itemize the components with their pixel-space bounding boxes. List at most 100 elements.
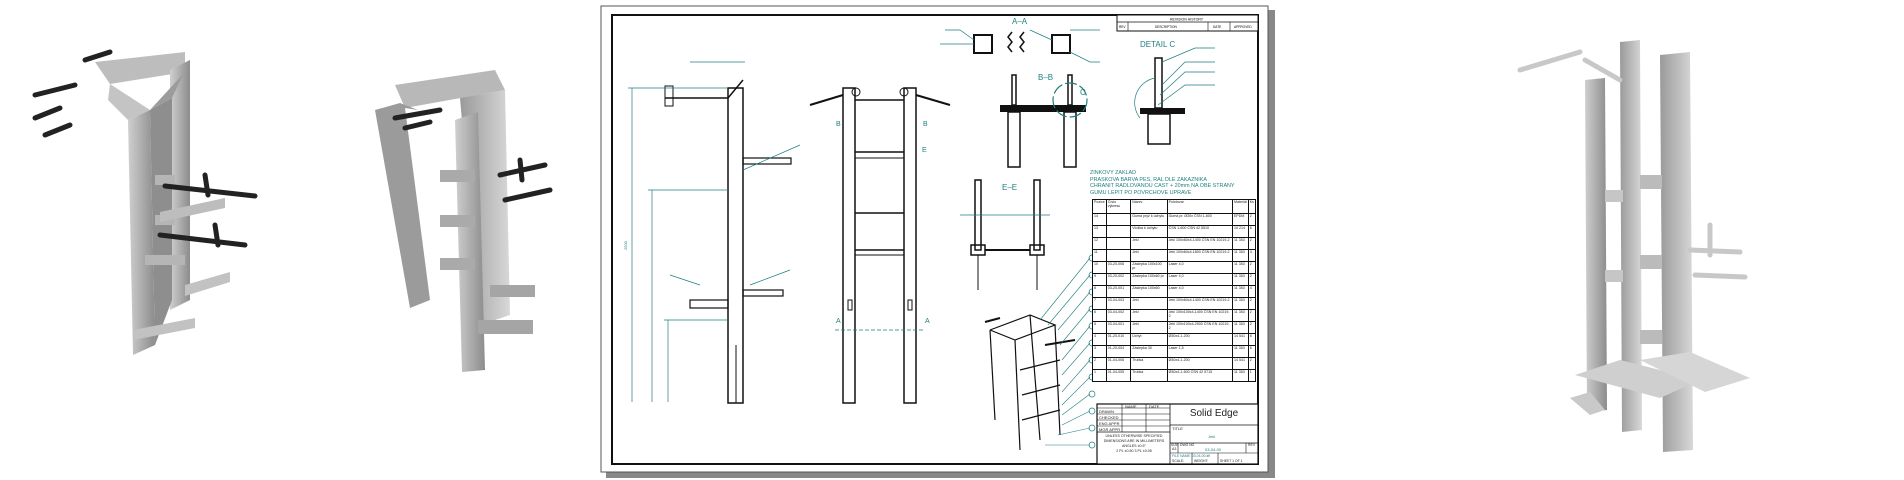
table-cell: 6	[1092, 309, 1107, 322]
date-column: DATE	[1213, 25, 1221, 29]
table-cell: 4	[1092, 333, 1107, 346]
drawing-notes: ZINKOVY ZAKLAD PRASKOVA BARVA PES, RAL D…	[1090, 170, 1235, 196]
table-cell: 11 353	[1231, 321, 1249, 334]
rev-column: REV	[1119, 25, 1126, 29]
table-cell: 10	[1092, 261, 1107, 274]
table-cell: 4	[1247, 249, 1257, 262]
table-cell: 11 353	[1231, 309, 1249, 322]
table-cell: Laser 1,5	[1166, 345, 1233, 358]
parts-table-column-header: Polotovar	[1166, 199, 1233, 214]
tb-title-value: Jekl	[1208, 434, 1216, 439]
note-line: ZINKOVY ZAKLAD	[1090, 170, 1137, 176]
section-marker-e: E	[922, 147, 927, 154]
detail-c-label: DETAIL C	[1140, 40, 1175, 49]
table-cell: Jekl	[1130, 309, 1168, 322]
table-cell: Jekl	[1130, 297, 1168, 310]
render-3d-view-3	[1517, 40, 1750, 452]
table-cell: 03-04-001	[1105, 321, 1132, 334]
table-cell: 11 353	[1231, 285, 1249, 298]
table-cell: 3	[1092, 345, 1107, 358]
table-cell: Záslepka 30	[1130, 345, 1168, 358]
section-b-b: B–B C	[1000, 73, 1088, 168]
tb-checked: CHECKED	[1099, 415, 1119, 420]
table-cell	[1105, 249, 1132, 262]
tb-dwg-value: 03-04-00	[1205, 447, 1222, 452]
table-cell: Jekl	[1130, 321, 1168, 334]
tb-mgr-appr: MGR APPR	[1099, 427, 1121, 432]
tb-size-label: SIZE	[1171, 443, 1179, 447]
table-cell: 11 353	[1231, 369, 1249, 382]
tb-weight: WEIGHT:	[1194, 459, 1209, 463]
tb-size-value: A3	[1172, 447, 1177, 451]
table-cell: 5	[1092, 321, 1107, 334]
render-3d-view-2	[375, 70, 553, 372]
table-cell: Jekl 100x60x4-1800 ČSN EN 10219-2	[1166, 249, 1233, 262]
table-cell: 03-20-006	[1105, 261, 1132, 274]
table-cell: 2	[1247, 273, 1257, 286]
table-cell: 2	[1247, 309, 1257, 322]
section-marker-a-right: A	[925, 318, 930, 325]
table-cell: Ø30x4-1-600 ČSN 42 5715	[1166, 369, 1233, 382]
table-cell: ČSN 1-600 ČSN 42 5510	[1166, 225, 1233, 238]
tb-eng-appr: ENG APPR	[1099, 421, 1120, 426]
table-cell: 01-20-010	[1105, 333, 1132, 346]
section-marker-b-right: B	[923, 121, 928, 128]
table-cell: 6	[1247, 225, 1257, 238]
table-cell: 2	[1092, 357, 1107, 370]
section-marker-a-left: A	[836, 318, 841, 325]
tb-date-col: DATE	[1149, 404, 1160, 409]
software-logo-text: Solid Edge	[1189, 408, 1239, 419]
table-cell: Záslepka 100x60 pr	[1130, 273, 1168, 286]
table-cell: 11 353	[1231, 273, 1249, 286]
description-column: DESCRIPTION	[1155, 25, 1177, 29]
section-a-a: A–A	[940, 17, 1100, 63]
parts-table-column-header: Ks	[1247, 199, 1257, 214]
approved-column: APPROVED	[1234, 25, 1252, 29]
table-cell: 03-20-001	[1105, 285, 1132, 298]
table-cell: 2	[1247, 261, 1257, 274]
tolerance-line: 2 PL ±0.50 3 PL ±0.05	[1116, 449, 1152, 453]
table-cell: Jekl 100x60x4-1400 ČSN EN 10219-2	[1166, 237, 1233, 250]
revision-history-title: REVISION HISTORY	[1170, 18, 1204, 22]
side-view: 2500	[623, 61, 801, 404]
tolerance-line: DIMENSIONS ARE IN MILLIMETERS	[1103, 439, 1165, 443]
table-cell: 11 353	[1231, 249, 1249, 262]
table-cell	[1105, 225, 1132, 238]
table-cell: 6	[1247, 345, 1257, 358]
table-cell: 13	[1092, 225, 1107, 238]
table-cell: 14 541	[1231, 357, 1249, 370]
section-e-e: E–E	[960, 179, 1050, 290]
tb-rev-label: REV	[1248, 443, 1255, 447]
table-cell: Záslepka 100x100 pr	[1130, 261, 1168, 274]
table-cell: Jekl 100x100x4-2500 ČSN EN 10219-2	[1166, 321, 1233, 334]
section-e-e-label: E–E	[1002, 183, 1017, 192]
table-cell: Trubka	[1130, 369, 1168, 382]
table-cell: 11 353	[1231, 297, 1249, 310]
table-cell	[1105, 213, 1132, 226]
table-cell: 2	[1247, 321, 1257, 334]
table-cell: 2	[1247, 213, 1257, 226]
render-3d-view-1	[32, 49, 258, 355]
table-cell: 11 353	[1231, 261, 1249, 274]
section-marker-b-left: B	[836, 121, 841, 128]
tb-dwg-label: DWG NO	[1180, 443, 1195, 447]
table-cell: Jekl 100x100x4-1400 ČSN EN 10219-2	[1166, 309, 1233, 322]
table-cell: 14	[1092, 213, 1107, 226]
tb-drawn: DRAWN	[1099, 409, 1114, 414]
tb-sheet: SHEET 1 OF 1	[1220, 459, 1243, 463]
parts-table-column-header: Pozice	[1092, 199, 1107, 214]
table-cell: Záslepka 100x60	[1130, 285, 1168, 298]
tb-name-col: NAME	[1125, 404, 1137, 409]
table-cell: Jekl	[1130, 237, 1168, 250]
table-cell: 2	[1247, 237, 1257, 250]
table-cell: Vložka k úchytu	[1130, 225, 1168, 238]
